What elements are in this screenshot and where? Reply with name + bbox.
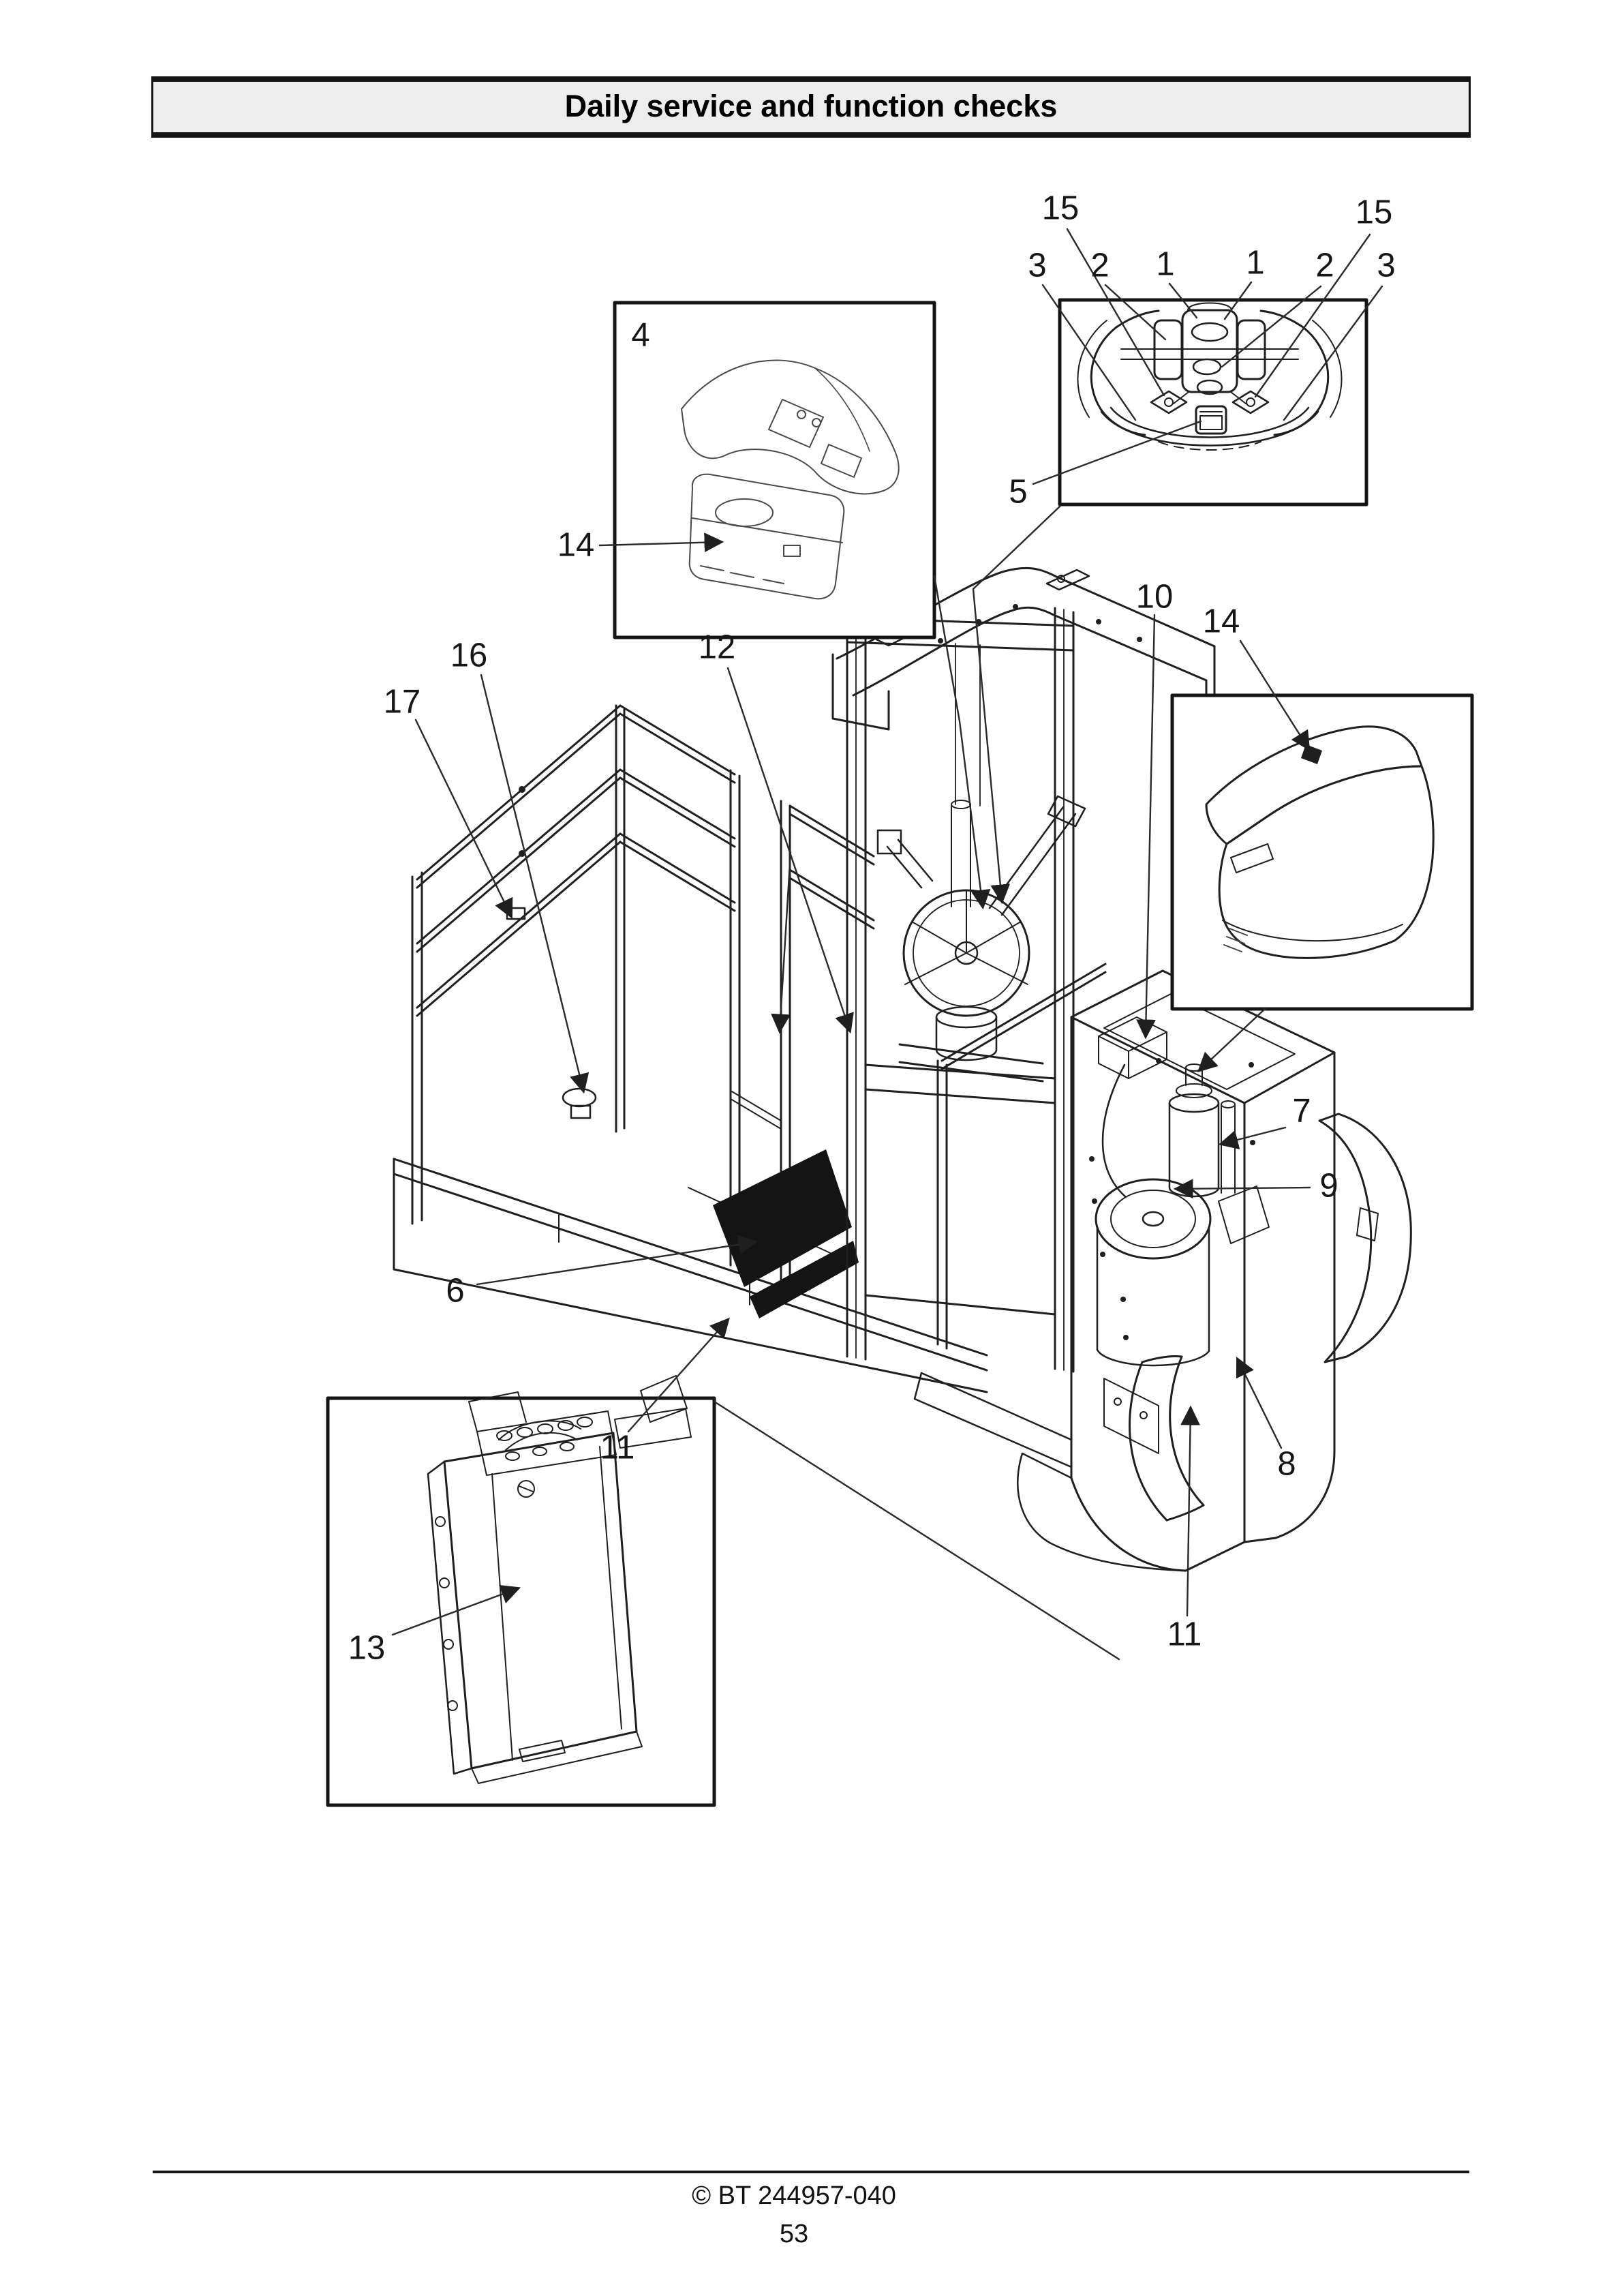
callout-15: 15	[1355, 194, 1393, 231]
callout-16: 16	[450, 637, 488, 674]
callout-7: 7	[1292, 1092, 1311, 1130]
mast	[846, 596, 1075, 1373]
callout-14: 14	[1202, 603, 1240, 640]
steer-carriage	[876, 795, 1086, 1083]
callout-1: 1	[1156, 245, 1175, 283]
inset-box-motor-cover	[1170, 693, 1474, 1011]
footer-page-number: 53	[779, 2220, 809, 2248]
inset-box-controller-panel	[326, 1375, 716, 1807]
callout-14: 14	[557, 526, 595, 564]
motor-compartment	[913, 969, 1412, 1572]
callout-5: 5	[1009, 473, 1028, 511]
callout-10: 10	[1135, 578, 1174, 616]
platform-cage	[393, 704, 1107, 1393]
callout-leader-lines	[391, 228, 1383, 1661]
inset-box-tiller-side-view	[613, 301, 936, 639]
callout-11: 11	[1167, 1616, 1202, 1653]
page-header: Daily service and function checks	[151, 76, 1471, 138]
callout-15: 15	[1041, 190, 1080, 227]
page-title: Daily service and function checks	[564, 89, 1058, 123]
callout-2: 2	[1315, 247, 1334, 284]
inset-box-tiller-top-view	[1058, 298, 1368, 507]
callout-6: 6	[446, 1272, 465, 1310]
callout-4: 4	[631, 316, 650, 354]
callout-3: 3	[1028, 247, 1047, 284]
callout-1: 1	[1246, 244, 1265, 282]
callout-9: 9	[1319, 1167, 1338, 1205]
footer-copyright: © BT 244957-040	[692, 2181, 896, 2210]
callout-2: 2	[1090, 247, 1110, 284]
callout-3: 3	[1377, 247, 1396, 284]
callout-11: 11	[600, 1429, 635, 1466]
callout-8: 8	[1277, 1445, 1296, 1483]
callout-13: 13	[348, 1629, 386, 1667]
callout-12: 12	[698, 629, 736, 666]
callout-17: 17	[383, 683, 421, 721]
footer-rule	[153, 2171, 1469, 2173]
